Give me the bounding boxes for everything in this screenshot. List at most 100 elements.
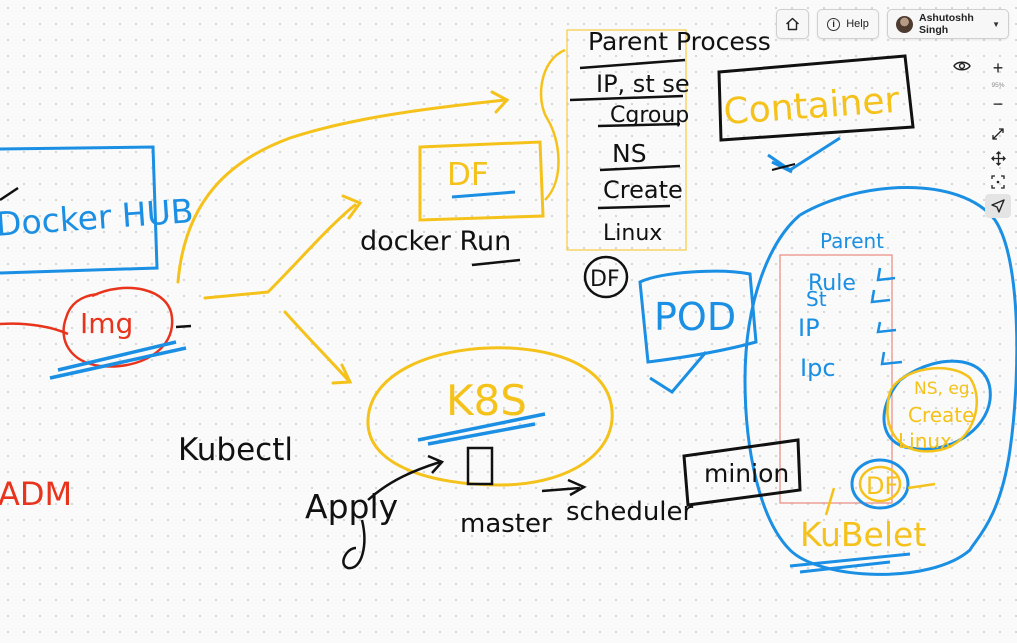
df-circle [583,255,629,299]
user-menu-button[interactable]: Ashutoshh Singh ▼ [887,9,1009,39]
right-toolbar: + 95% − [984,56,1012,218]
docker-run-group: docker Run DF [360,48,566,267]
master-label: master [460,509,552,539]
chevron-down-icon: ▼ [992,19,1000,29]
parent-process-frame [566,29,687,251]
arrow-split [203,194,363,300]
img-circle [62,286,174,368]
apply-label: Apply [305,487,398,526]
container-group: Container [717,54,915,174]
pod-df-yellow-circle [858,465,902,503]
pp-ip-stack: IP, st se [596,70,690,98]
img-dash [175,324,192,329]
container-label: Container [722,80,901,133]
docker-hub-group: Docker HUB [0,145,195,275]
fit-screen-button[interactable] [985,170,1011,194]
expand-icon [992,128,1004,140]
fullscreen-button[interactable] [985,122,1011,146]
focus-icon [991,175,1005,189]
minion-box [682,438,802,507]
info-icon: i [827,17,841,31]
ns-linux-label: Linux [898,429,952,453]
pod-box [638,269,758,364]
kubectl-label: Kubectl [178,432,293,468]
cursor-arrow-icon [991,199,1005,213]
help-button[interactable]: i Help [817,9,879,39]
zoom-level: 95% [991,82,1005,89]
arrow-to-df [176,90,510,284]
zoom-out-button[interactable]: − [992,93,1004,114]
avatar [896,15,913,33]
pointer-tool-button[interactable] [985,194,1011,218]
pod-df-blue-circle [850,458,910,510]
minion-label: minion [704,459,789,488]
pod-parent: Parent [820,229,884,253]
run-underline [471,258,521,267]
k8s-group: K8S master scheduler minion [366,346,802,539]
img-arrow-line [0,322,69,336]
zoom-in-button[interactable]: + [992,57,1004,78]
move-icon [990,150,1006,166]
docker-hub-tick [0,186,19,202]
container-dash [771,163,796,171]
pod-check [649,351,708,394]
img-group: Img [0,286,192,380]
k8s-underline [417,412,546,446]
kubelet-underline [789,552,911,574]
pod-rule: Rule [808,271,856,296]
pp-linux: Linux [603,221,662,246]
pod-df-stick [824,487,836,516]
img-label: Img [80,307,133,340]
apply-group: Apply [305,454,445,570]
pod-brackets [870,267,903,366]
pod-st: St [806,287,827,311]
pod-group: POD [638,269,758,394]
k8s-label: K8S [446,376,527,425]
pp-cgroup: Cgroup [610,103,689,128]
kubelet-group: Parent Rule St IP Ipc NS, eg. Create Lin… [743,186,1017,576]
arrow-to-k8s [283,310,353,385]
ns-create-label: Create [908,403,974,427]
pp-lines [569,58,686,210]
pod-ip: IP [798,314,820,342]
parent-process-label: Parent Process [588,27,771,56]
pod-label: POD [654,295,736,339]
flow-arrows [176,90,510,385]
pod-ipc: Ipc [800,354,836,382]
apply-arrow [367,454,445,501]
pan-button[interactable] [985,146,1011,170]
eye-icon [953,61,971,71]
master-node-box [466,446,494,486]
user-name: Ashutoshh Singh [919,12,974,36]
ns-eg-yellow-circle [886,366,978,453]
img-underline [49,340,187,380]
home-button[interactable] [776,9,809,39]
df-box-bracket [539,48,566,201]
visibility-toggle[interactable] [951,56,973,76]
pod-df-label: DF [866,472,898,500]
top-toolbar: i Help Ashutoshh Singh ▼ [776,9,1009,39]
ns-eg-label: NS, eg. [914,379,975,399]
docker-run-label: docker Run [360,226,511,257]
docker-hub-label: Docker HUB [0,191,195,244]
pp-create: Create [603,176,683,204]
df-circle-label: DF [590,267,620,292]
adm-label: ADM [0,475,72,513]
container-box [717,54,915,142]
scheduler-label: scheduler [566,497,694,527]
home-icon [786,17,799,31]
help-label: Help [846,18,869,30]
container-check [767,136,841,174]
k8s-oval [366,346,614,487]
parent-process-group: Parent Process IP, st se Cgroup NS Creat… [566,27,771,299]
kubelet-label: KuBelet [800,515,926,554]
docker-hub-box [0,145,159,275]
ns-eg-circle [882,359,992,451]
pod-detail-frame [779,254,893,504]
pod-df-tail [907,482,936,490]
df-box [418,140,545,222]
apply-hook [342,519,366,570]
pp-ns: NS [612,139,647,168]
scheduler-arrow [541,478,587,497]
